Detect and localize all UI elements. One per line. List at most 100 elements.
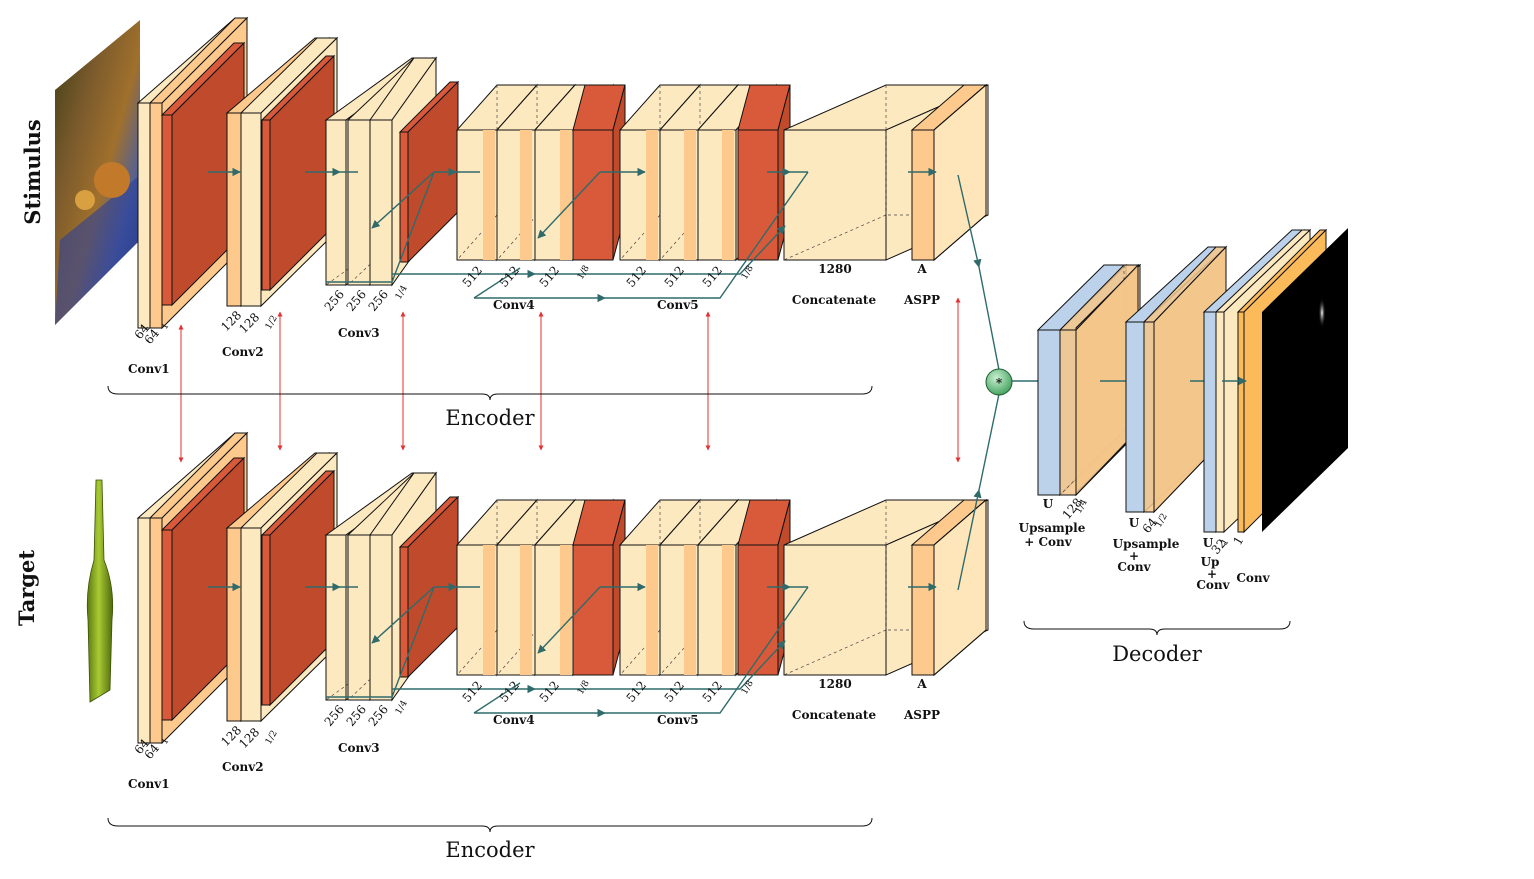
conv5-dim-c: 512 xyxy=(700,263,725,290)
conv5-dim-a: 512 xyxy=(624,263,649,290)
concat-dim: 1280 xyxy=(818,262,851,276)
conv4-stripe-b xyxy=(520,545,532,675)
decoder-u-1: U xyxy=(1043,497,1054,511)
decoder-brace xyxy=(1023,620,1291,636)
concatenate-label: Concatenate xyxy=(792,708,877,722)
conv1-scale: 1 xyxy=(160,737,172,747)
skip-conv4-down xyxy=(537,586,601,654)
decoder-label-1b: + Conv xyxy=(1024,535,1073,549)
aspp-dim: A xyxy=(916,677,927,691)
skip-conv3-route xyxy=(326,171,435,283)
conv3-dim-b: 256 xyxy=(344,287,369,314)
conv3-dim-c: 256 xyxy=(366,287,391,314)
conv3-scale: 1/4 xyxy=(394,699,410,717)
decoder-label-3b: + xyxy=(1207,567,1217,581)
conv5-pool xyxy=(737,84,791,261)
concatenate-label: Concatenate xyxy=(792,293,877,307)
fusion-symbol: * xyxy=(996,376,1003,390)
skip-conv3-route xyxy=(326,586,435,698)
decoder-dim-4: 1 xyxy=(1230,534,1246,548)
conv5-stripe-b xyxy=(684,130,696,260)
conv2-scale: 1/2 xyxy=(264,314,280,332)
conv5-stripe-a xyxy=(646,545,658,675)
aspp-back-face xyxy=(933,498,987,677)
concat-dim: 1280 xyxy=(818,677,851,691)
decoder-label-1a: Upsample xyxy=(1019,521,1086,535)
conv3-dim-c: 256 xyxy=(366,702,391,729)
conv3-label: Conv3 xyxy=(338,741,380,755)
conv4-label: Conv4 xyxy=(493,713,535,727)
decoder-title: Decoder xyxy=(1112,642,1203,666)
conv5-stripe-b xyxy=(684,545,696,675)
conv4-dim-b: 512 xyxy=(497,263,522,290)
conv4-label: Conv4 xyxy=(493,298,535,312)
skip-conv4-up xyxy=(473,267,521,299)
stimulus-image xyxy=(55,20,140,325)
conv3-dim-a: 256 xyxy=(322,702,347,729)
conv1-pool xyxy=(160,41,246,307)
conv1-scale: 1 xyxy=(160,322,172,332)
aspp-label: ASPP xyxy=(903,708,940,722)
saliency-blob xyxy=(1316,292,1328,344)
aspp-dim: A xyxy=(916,262,927,276)
conv2-pool xyxy=(260,469,336,707)
aspp-label: ASPP xyxy=(903,293,940,307)
decoder-u-2: U xyxy=(1129,516,1140,530)
conv1-pool xyxy=(160,456,246,722)
conv5-dim-b: 512 xyxy=(662,263,687,290)
conv4-dim-c: 512 xyxy=(537,263,562,290)
skip-conv5-to-concat xyxy=(605,171,809,299)
skip-conv3-down xyxy=(371,171,435,229)
decoder-u-3: U xyxy=(1203,536,1214,550)
conv4-stripe-a xyxy=(483,545,495,675)
aspp-back-face xyxy=(933,83,987,262)
skip-conv4-down xyxy=(537,171,601,239)
conv3-scale: 1/4 xyxy=(394,284,410,302)
conv1-label: Conv1 xyxy=(128,362,170,376)
conv5-stripe-a xyxy=(646,130,658,260)
conv4-dim-b: 512 xyxy=(497,678,522,705)
conv4-scale: 1/8 xyxy=(576,264,592,282)
decoder-scale-3: 1 xyxy=(1220,538,1232,548)
conv4-stripe-c xyxy=(560,130,572,260)
aspp-bottom-to-fusion xyxy=(978,393,1000,491)
decoder-label-2b: + xyxy=(1129,549,1139,563)
encoder-brace-bottom xyxy=(107,817,873,833)
conv4-dim-a: 512 xyxy=(460,263,485,290)
decoder-label-2c: Conv xyxy=(1117,560,1151,574)
target-bottle-image xyxy=(86,479,114,703)
conv4-stripe-a xyxy=(483,130,495,260)
skip-conv5-to-concat xyxy=(605,586,809,714)
aspp-top-out xyxy=(957,174,982,268)
conv5-stripe-c xyxy=(722,545,734,675)
conv4-dim-a: 512 xyxy=(460,678,485,705)
conv2-label: Conv2 xyxy=(222,345,264,359)
conv5-dim-b: 512 xyxy=(662,678,687,705)
skip-conv4-to-concat xyxy=(535,225,786,275)
conv3-dim-b: 256 xyxy=(344,702,369,729)
encoder-title-top: Encoder xyxy=(445,406,535,430)
conv5-stripe-c xyxy=(722,130,734,260)
aspp-bottom-out xyxy=(957,489,982,591)
conv4-stripe-c xyxy=(560,545,572,675)
encoder-brace-top xyxy=(107,385,873,401)
conv4-stripe-b xyxy=(520,130,532,260)
conv4-scale: 1/8 xyxy=(576,679,592,697)
fusion-node xyxy=(985,368,1013,396)
conv2-label: Conv2 xyxy=(222,760,264,774)
conv4-dim-c: 512 xyxy=(537,678,562,705)
conv5-label: Conv5 xyxy=(657,713,699,727)
conv5-dim-c: 512 xyxy=(700,678,725,705)
decoder-label-4: Conv xyxy=(1236,571,1270,585)
conv2-scale: 1/2 xyxy=(264,729,280,747)
branch-links xyxy=(178,297,961,463)
skip-conv4-up xyxy=(473,682,521,714)
conv5-dim-a: 512 xyxy=(624,678,649,705)
decoder-label-3a: Up xyxy=(1201,555,1220,569)
conv3-label: Conv3 xyxy=(338,326,380,340)
conv5-label: Conv5 xyxy=(657,298,699,312)
